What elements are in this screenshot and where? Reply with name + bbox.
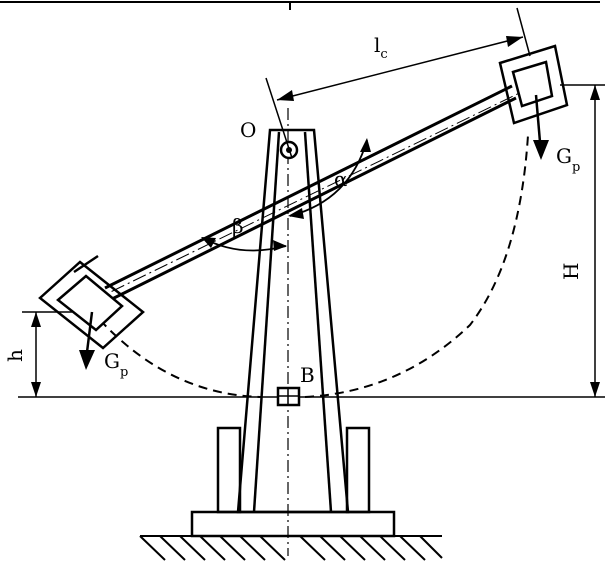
alpha-label: α [334, 167, 348, 191]
pivot-label: O [240, 118, 256, 142]
gripper-right [498, 44, 569, 125]
arm [89, 82, 541, 303]
height-small-dimension [22, 311, 72, 397]
height-large-label: H [559, 263, 583, 280]
pedestal-left [216, 426, 242, 514]
weight-right-label: Gp [556, 144, 580, 175]
top-border [0, 1, 600, 10]
ground-hatching [139, 535, 443, 561]
weight-left-label: Gp [104, 349, 128, 380]
arm-length-label: lc [374, 33, 388, 62]
base-plate [190, 510, 396, 538]
pedestal-right [345, 426, 371, 514]
weight-arrow-right [533, 94, 549, 160]
mast [236, 128, 350, 514]
height-small-label: h [3, 349, 27, 362]
beta-label: β [232, 214, 244, 238]
weight-arrow-left [79, 311, 95, 370]
alpha-angle-arc [288, 138, 371, 219]
height-large-dimension [560, 84, 605, 397]
base-point-label: B [300, 363, 315, 387]
arm-length-dimension [276, 7, 531, 101]
beta-angle-arc [201, 237, 287, 252]
gripper-left [38, 254, 145, 350]
arm-normal-axis [265, 77, 293, 159]
base-point-marker [276, 386, 301, 407]
